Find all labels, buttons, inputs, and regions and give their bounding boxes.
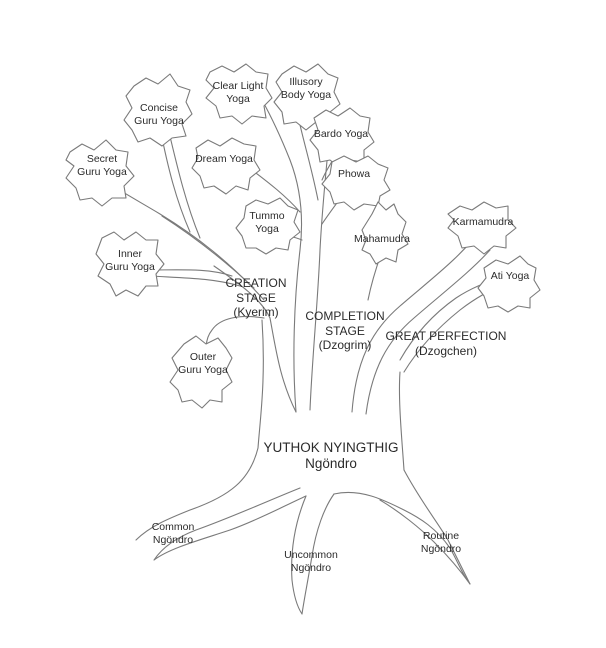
- completion-line1: COMPLETION: [305, 309, 385, 323]
- phowa-line1: Phowa: [337, 168, 371, 180]
- creation-stage-label: CREATION STAGE (Kyerim): [206, 276, 306, 320]
- leaf-secret-guru-yoga: [65, 139, 135, 207]
- trunk-left-edge: [213, 265, 297, 413]
- phowa-label: Phowa: [324, 168, 384, 181]
- karmamudra-label: Karmamudra: [446, 216, 520, 229]
- routine-line1: Routine: [422, 530, 460, 542]
- clear-light-yoga-label: Clear Light Yoga: [202, 80, 274, 106]
- creation-line1: CREATION: [225, 276, 287, 290]
- twig-concise-b: [167, 127, 201, 239]
- concise-line1: Concise: [140, 102, 178, 114]
- trunk-left-base: [135, 319, 264, 541]
- leaf-inner-guru-yoga: [95, 231, 165, 297]
- root-right: [333, 491, 471, 585]
- tummo-yoga-label: Tummo Yoga: [240, 210, 294, 236]
- clear-light-line1: Clear Light: [212, 80, 264, 92]
- completion-branch-left: [261, 99, 303, 413]
- trunk-label: YUTHOK NYINGTHIG Ngöndro: [236, 440, 426, 473]
- bardo-yoga-label: Bardo Yoga: [306, 128, 376, 141]
- tummo-line2: Yoga: [255, 222, 279, 235]
- completion-line2: STAGE: [325, 323, 365, 338]
- concise-guru-yoga-label: Concise Guru Yoga: [124, 102, 194, 128]
- root-left: [153, 487, 307, 561]
- inner-guru-yoga-label: Inner Guru Yoga: [94, 248, 166, 274]
- leaf-concise-guru-yoga: [123, 73, 193, 147]
- root-middle: [291, 493, 335, 615]
- uncommon-line1: Uncommon: [284, 549, 338, 561]
- illusory-body-yoga-label: Illusory Body Yoga: [270, 76, 342, 102]
- leaf-clear-light-yoga: [205, 63, 273, 125]
- dream-yoga-label: Dream Yoga: [188, 153, 260, 166]
- uncommon-ngondro-label: Uncommon Ngöndro: [276, 549, 346, 575]
- creation-line2: STAGE: [236, 290, 276, 305]
- routine-line2: Ngöndro: [420, 542, 462, 555]
- secret-line2: Guru Yoga: [77, 165, 127, 178]
- inner-line2: Guru Yoga: [105, 260, 155, 273]
- ati-yoga-label: Ati Yoga: [482, 270, 538, 283]
- secret-guru-yoga-label: Secret Guru Yoga: [66, 153, 138, 179]
- mahamudra-label: Mahamudra: [346, 233, 418, 246]
- dream-line1: Dream Yoga: [195, 153, 253, 165]
- completion-branch-right: [309, 129, 331, 411]
- leaf-phowa: [321, 155, 391, 211]
- secret-line1: Secret: [86, 153, 118, 165]
- leaf-dream-yoga: [191, 137, 261, 195]
- clear-light-line2: Yoga: [226, 92, 250, 105]
- completion-stage-label: COMPLETION STAGE (Dzogrim): [290, 309, 400, 353]
- bardo-line1: Bardo Yoga: [313, 128, 369, 140]
- trunk-subtitle: Ngöndro: [305, 456, 357, 472]
- common-line2: Ngöndro: [152, 533, 194, 546]
- perfection-line2: (Dzogchen): [414, 343, 478, 358]
- illusory-line1: Illusory: [289, 76, 323, 88]
- uncommon-line2: Ngöndro: [290, 561, 332, 574]
- outer-line2: Guru Yoga: [178, 363, 228, 376]
- mahamudra-line1: Mahamudra: [353, 233, 411, 245]
- perfection-branch-b: [365, 249, 491, 415]
- karmamudra-line1: Karmamudra: [452, 216, 514, 228]
- tummo-line1: Tummo: [249, 210, 285, 222]
- outer-line1: Outer: [189, 351, 217, 363]
- twig-inner-b: [149, 275, 241, 287]
- perfection-branch: [351, 229, 481, 413]
- common-ngondro-label: Common Ngöndro: [140, 521, 206, 547]
- leaf-ati-yoga: [477, 255, 541, 313]
- common-line1: Common: [151, 521, 195, 533]
- routine-ngondro-label: Routine Ngöndro: [408, 530, 474, 556]
- illusory-line2: Body Yoga: [280, 88, 332, 101]
- leaf-tummo-yoga: [235, 197, 301, 255]
- inner-line1: Inner: [118, 248, 142, 260]
- leaf-outer-guru-yoga: [169, 335, 233, 409]
- creation-line3: (Kyerim): [233, 305, 279, 320]
- root-right-outer: [403, 469, 471, 585]
- concise-line2: Guru Yoga: [134, 114, 184, 127]
- leaf-karmamudra: [447, 201, 517, 255]
- ati-line1: Ati Yoga: [490, 270, 530, 282]
- trunk-right-edge: [398, 371, 405, 471]
- leaf-bardo-yoga: [309, 107, 375, 169]
- trunk-title: YUTHOK NYINGTHIG: [263, 440, 399, 455]
- great-perfection-label: GREAT PERFECTION (Dzogchen): [376, 329, 516, 358]
- completion-line3: (Dzogrim): [318, 338, 372, 353]
- leaf-mahamudra: [361, 201, 409, 265]
- perfection-line1: GREAT PERFECTION: [385, 329, 507, 343]
- outer-guru-yoga-label: Outer Guru Yoga: [168, 351, 238, 377]
- creation-branch-inner: [161, 215, 255, 289]
